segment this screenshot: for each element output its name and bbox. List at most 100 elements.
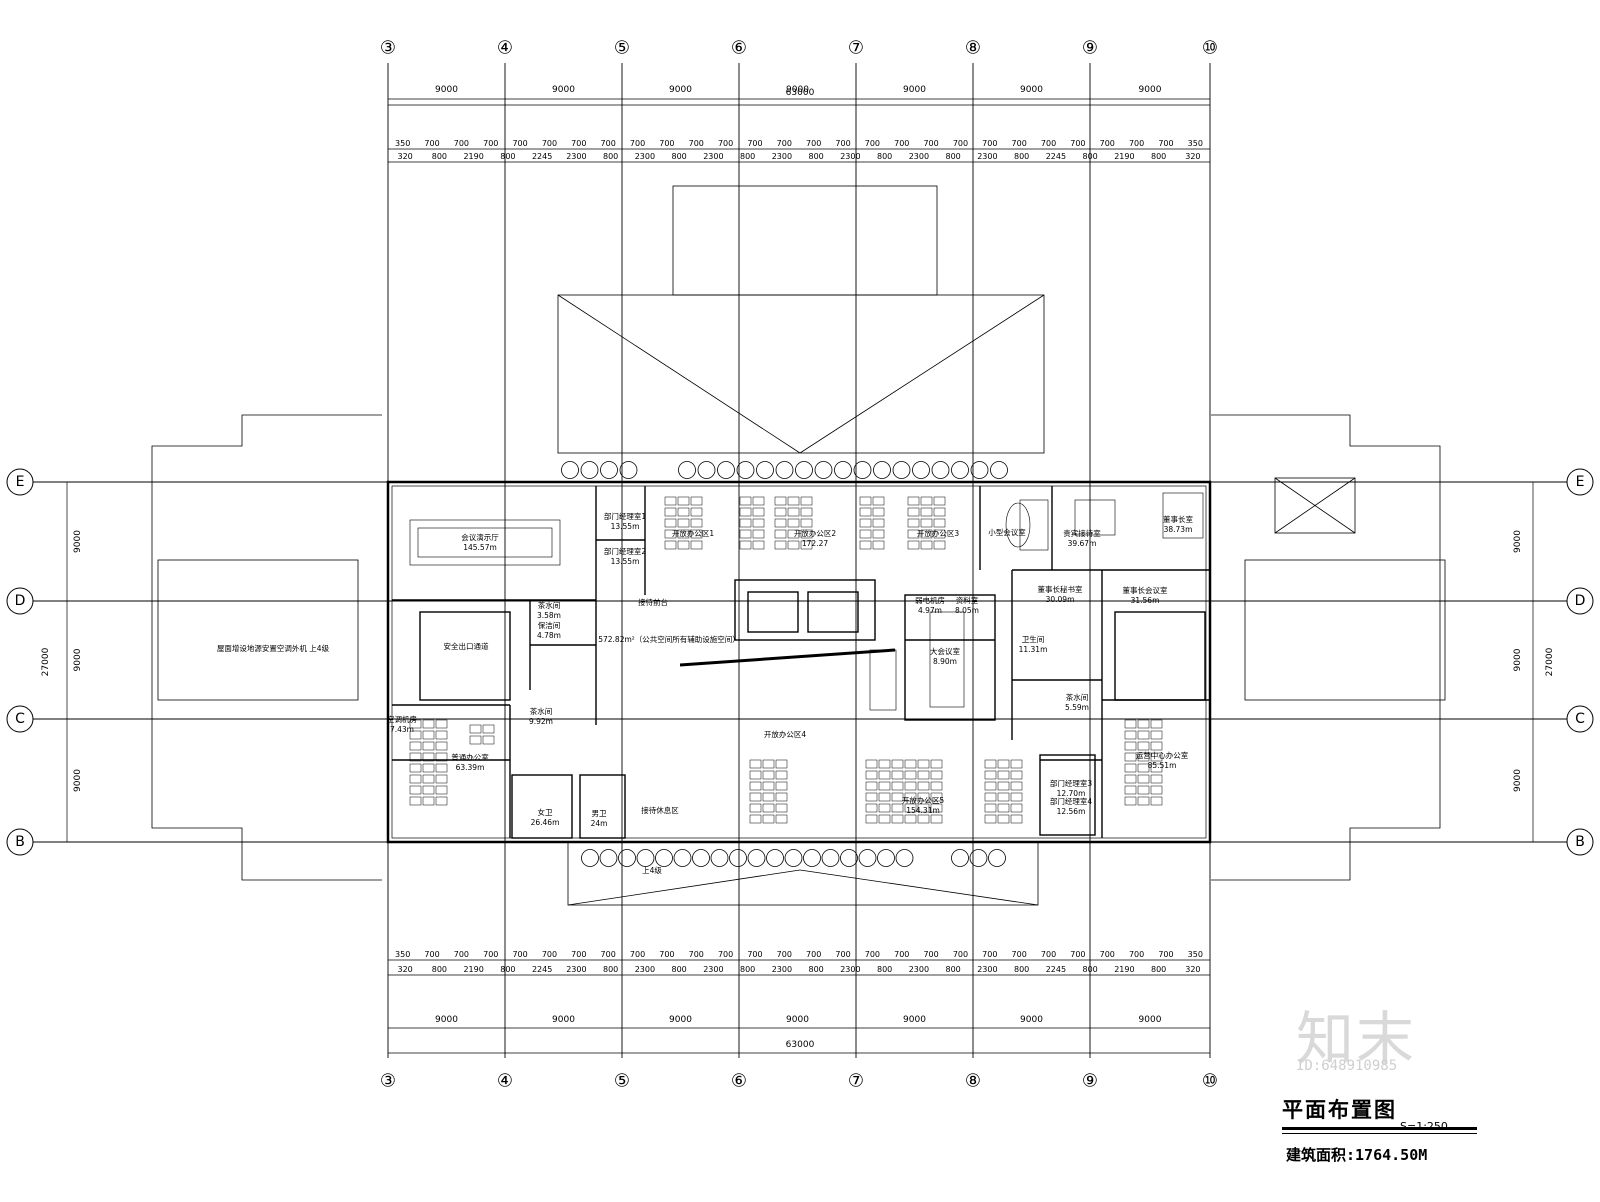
desk-i-0-0 [984,759,997,769]
dim-bay-0-5: 9000 [1020,85,1043,95]
desk-i-1-0 [984,770,997,780]
planter-top-6 [678,461,696,479]
dim-detail-a-0-10: 700 [689,139,704,148]
desk-f-1-1 [762,770,775,780]
desk-j-6-1 [1137,785,1150,795]
desk-g-0-0 [865,759,878,769]
desk-j-7-2 [1150,796,1163,806]
desk-g-2-2 [891,781,904,791]
dim-detail-a-1-19: 700 [953,950,968,959]
desk-c-3-2 [800,529,813,539]
dim-detail-b-1-16: 800 [945,965,960,974]
room-name-28: 部门经理室3 [1050,778,1092,788]
desk-c-2-2 [800,518,813,528]
axis-label-top-5: ⑧ [965,38,981,59]
desk-d-1-1 [872,507,885,517]
room-name-9: 董事长秘书室 [1038,584,1083,594]
dim-detail-b-1-13: 2300 [840,965,860,974]
desk-b-3-0 [739,529,752,539]
desk-a-0-0 [664,496,677,506]
dim-detail-a-0-12: 700 [747,139,762,148]
desk-h-0-1 [917,759,930,769]
desk-g-0-1 [878,759,891,769]
room-area-23: 8.05m [955,606,979,615]
dim-bay-0-1: 9000 [552,85,575,95]
desk-c-2-0 [774,518,787,528]
dim-detail-a-0-15: 700 [835,139,850,148]
dim-detail-b-0-18: 800 [1014,152,1029,161]
axis-label-left-1: D [15,593,26,609]
dim-detail-a-1-5: 700 [542,950,557,959]
planters [561,461,1008,867]
desk-k-2-0 [409,741,422,751]
desk-i-2-0 [984,781,997,791]
room-area-19: 26.46m [531,818,560,827]
planter-bottom-22 [988,849,1006,867]
room-name-8: 董事长室 [1163,514,1193,524]
dim-detail-a-1-0: 350 [395,950,410,959]
desk-g-3-1 [878,792,891,802]
room-area-29: 12.56m [1057,807,1086,816]
dim-vert-overall-1: 27000 [1545,647,1555,676]
desk-h-5-0 [904,814,917,824]
dim-detail-a-0-14: 700 [806,139,821,148]
dim-detail-a-1-23: 700 [1070,950,1085,959]
planter-bottom-5 [673,849,692,867]
desk-j-0-1 [1137,719,1150,729]
dim-detail-a-0-22: 700 [1041,139,1056,148]
desk-e-3-0 [907,529,920,539]
dim-detail-a-0-21: 700 [1012,139,1027,148]
office-desks [409,492,1204,711]
axis-bubble-left-2 [6,705,34,733]
dim-detail-a-1-4: 700 [512,950,527,959]
desk-a-4-0 [664,540,677,550]
room-name-30: 卫生间 [1022,634,1045,644]
desk-k-4-0 [409,763,422,773]
dim-detail-a-0-2: 700 [454,139,469,148]
room-name-33: 上4级 [642,865,662,875]
dim-detail-a-0-8: 700 [630,139,645,148]
dim-detail-b-1-14: 800 [877,965,892,974]
planter-bottom-11 [784,849,803,867]
room-name-4: 开放办公区2 [794,528,836,538]
dim-detail-a-1-2: 700 [454,950,469,959]
desk-f-4-0 [749,803,762,813]
desk-b-4-0 [739,540,752,550]
desk-j-3-0 [1124,752,1137,762]
dim-vert-bay-0-1: 9000 [73,648,83,671]
dimension-lines [66,98,1534,1054]
dim-detail-b-0-19: 2245 [1046,152,1066,161]
axis-label-bottom-1: ④ [497,1071,513,1092]
desk-c-4-0 [774,540,787,550]
desk-a-2-0 [664,518,677,528]
room-15: 安全出口通道 [444,641,489,651]
dim-detail-a-1-8: 700 [630,950,645,959]
desk-f-3-2 [775,792,788,802]
desk-e-4-0 [907,540,920,550]
planter-bottom-9 [747,849,766,867]
planter-top-3 [619,461,638,479]
desk-e-1-0 [907,507,920,517]
desk-k-7-1 [422,796,435,806]
room-name-31: 茶水间 [1066,692,1089,702]
dim-detail-b-0-22: 800 [1151,152,1166,161]
room-area-1: 13.55m [611,522,640,531]
desk-e-2-0 [907,518,920,528]
desk-c-0-0 [774,496,787,506]
desk-h-3-0 [904,792,917,802]
axis-label-left-2: C [15,711,25,727]
dim-detail-b-1-2: 2190 [463,965,483,974]
dim-detail-b-0-23: 320 [1185,152,1200,161]
planter-bottom-0 [581,849,599,867]
room-area-30: 11.31m [1019,645,1048,654]
desk-h-3-1 [917,792,930,802]
title-underline-thin [1282,1133,1477,1134]
dim-detail-a-1-25: 700 [1129,950,1144,959]
dim-detail-a-0-16: 700 [865,139,880,148]
